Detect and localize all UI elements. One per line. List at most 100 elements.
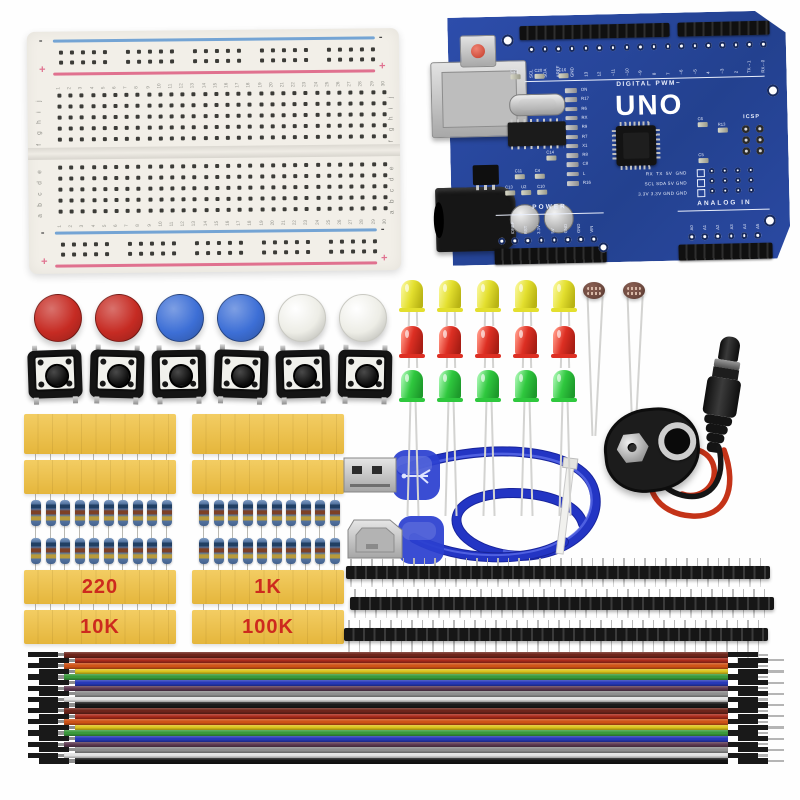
tie-point: [159, 175, 164, 180]
tie-point: [136, 197, 141, 202]
tie-point: [371, 134, 376, 139]
header-pin-top: [738, 558, 741, 566]
tie-point: [215, 196, 220, 201]
column-number: 22: [290, 82, 296, 88]
header-pin-top: [392, 558, 394, 566]
header-pin-top: [606, 589, 608, 597]
header-pin-bottom: [497, 579, 499, 587]
resistor-body: [60, 500, 70, 526]
jumper-housing-right: [728, 663, 758, 669]
led-gloss: [557, 284, 561, 292]
header-pin-bottom: [423, 579, 426, 587]
rail-hole: [329, 249, 334, 254]
tie-point: [259, 102, 264, 107]
jumper-wire-body: [75, 668, 728, 675]
column-number: 21: [280, 220, 286, 226]
header-pin-bottom: [553, 610, 556, 618]
rail-hole: [125, 49, 130, 54]
component-ref-label: R7: [581, 133, 588, 139]
header-pin-top: [581, 558, 583, 566]
io-grid-hole: [747, 166, 754, 174]
photoresistor-track: [587, 287, 601, 290]
header-pin-bottom: [465, 579, 468, 587]
header-pin-bottom: [490, 610, 493, 618]
rail-hole: [372, 239, 377, 244]
tie-point: [337, 90, 342, 95]
tact-switch-leg: [196, 396, 202, 404]
tie-point: [360, 184, 365, 189]
column-number: 5: [100, 86, 106, 90]
tie-point: [248, 163, 253, 168]
usb-serial-chip: [507, 118, 567, 150]
tie-point: [304, 135, 309, 140]
tie-point: [338, 195, 343, 200]
header-pin-top: [757, 620, 760, 628]
header-pin-bottom: [427, 610, 430, 618]
tie-point: [57, 126, 62, 131]
resistor-body: [132, 538, 143, 564]
component-ref-label: R6: [581, 105, 587, 111]
tie-point: [57, 93, 62, 98]
jumper-wire-body: [64, 652, 728, 658]
rail-hole: [237, 58, 242, 63]
tie-point: [80, 209, 86, 214]
digital-pin-label: GND: [569, 67, 575, 78]
pin-hole: [691, 42, 699, 49]
header-pin-bottom: [375, 610, 377, 618]
rail-hole: [303, 48, 308, 53]
tie-point: [271, 207, 276, 212]
tact-switch-leg: [342, 396, 348, 404]
tie-point: [136, 114, 141, 119]
jumper-wire-body: [75, 657, 728, 664]
header-pin-top: [501, 589, 503, 597]
tie-point: [204, 197, 209, 202]
tact-switch-corner-pin: [285, 359, 292, 366]
smd-component: [510, 74, 521, 80]
header-pin-top: [690, 589, 692, 597]
header-pin-top: [694, 620, 697, 628]
red-led: [551, 326, 577, 358]
tie-point: [159, 197, 164, 202]
tie-point: [226, 196, 231, 201]
header-pin-bottom: [364, 610, 367, 618]
jumper-crimp: [69, 658, 75, 662]
jumper-pin: [768, 681, 784, 684]
tie-point: [292, 102, 297, 107]
tie-point: [247, 91, 252, 96]
tie-point: [247, 102, 252, 107]
resistor-body: [300, 500, 311, 526]
mcu-pins-right: [655, 129, 661, 162]
tie-point: [293, 207, 298, 212]
header-pin-top: [497, 558, 499, 566]
header-pin-bottom: [757, 641, 760, 664]
jumper-housing-right: [738, 668, 768, 674]
resistor-body: [74, 538, 85, 564]
tie-point: [359, 90, 364, 95]
header-pin-top: [612, 558, 615, 566]
tie-point: [282, 174, 287, 179]
tape-lead-shading: [192, 460, 344, 494]
tie-point: [382, 162, 387, 167]
bottom-header-block: [678, 242, 773, 261]
tape-lead-shading: [24, 610, 176, 644]
tie-point: [282, 185, 287, 190]
jumper-crimp: [69, 737, 75, 741]
tie-point: [214, 135, 219, 140]
column-number: 6: [112, 224, 118, 228]
rail-hole: [328, 239, 333, 244]
rail-hole: [58, 50, 63, 55]
row-letter: g: [387, 127, 395, 132]
header-pin-top: [413, 558, 415, 566]
tie-point: [237, 207, 242, 212]
header-pin-top: [364, 589, 367, 597]
header-pin-top: [486, 558, 489, 566]
header-pin-top: [448, 589, 451, 597]
tape-lead-shading: [192, 570, 344, 604]
component-ref-label: RX: [581, 114, 588, 120]
smd-component: [565, 115, 578, 121]
rail-hole: [337, 47, 342, 52]
tie-point: [236, 102, 241, 107]
tie-point: [338, 162, 343, 167]
tie-point: [136, 186, 141, 191]
tie-point: [80, 198, 85, 203]
